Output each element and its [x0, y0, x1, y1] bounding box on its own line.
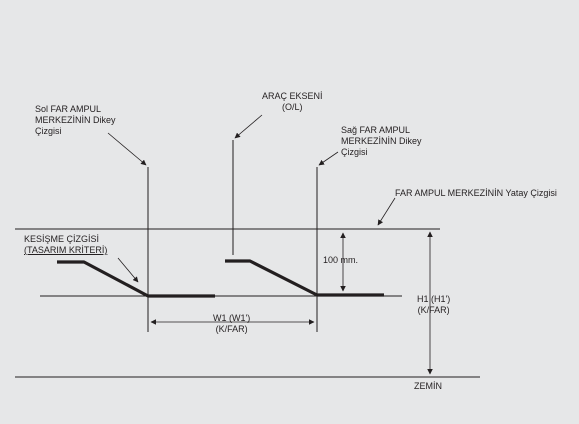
dimension-100mm-text: 100 mm.: [323, 255, 359, 265]
left-beam-cutoff-pattern: [57, 260, 215, 298]
cutoff-line-label: KESİŞME ÇİZGİSİ (TASARIM KRİTERİ): [24, 234, 107, 256]
horizontal-line-label-text: FAR AMPUL MERKEZİNİN Yatay Çizgisi: [395, 188, 557, 198]
right-bulb-label-line3: Çizgisi: [341, 147, 368, 157]
left-bulb-label: Sol FAR AMPUL MERKEZİNİN Dikey Çizgisi: [35, 104, 116, 137]
horizontal-line-leader: [377, 197, 396, 226]
right-bulb-label: Sağ FAR AMPUL MERKEZİNİN Dikey Çizgisi: [341, 125, 422, 158]
ground-label-text: ZEMİN: [414, 381, 442, 391]
vehicle-axis-leader: [234, 114, 263, 139]
right-bulb-label-line1: Sağ FAR AMPUL: [341, 125, 411, 135]
vehicle-axis-label-line1: ARAÇ EKSENİ: [262, 91, 323, 101]
cutoff-line-leader: [117, 257, 139, 283]
left-bulb-label-line2: MERKEZİNİN Dikey: [35, 115, 116, 125]
left-bulb-label-line3: Çizgisi: [35, 126, 62, 136]
dimension-w1-line1: W1 (W1'): [213, 313, 251, 323]
dimension-h1-line1: H1 (H1'): [417, 294, 451, 304]
vehicle-axis-label: ARAÇ EKSENİ (O/L): [262, 91, 323, 113]
right-bulb-leader: [318, 151, 339, 166]
cutoff-line-label-line1: KESİŞME ÇİZGİSİ: [24, 234, 100, 244]
right-beam-cutoff-pattern: [225, 259, 384, 297]
left-bulb-label-line1: Sol FAR AMPUL: [35, 104, 102, 114]
left-bulb-leader: [107, 132, 147, 166]
dimension-w1-label: W1 (W1') (K/FAR): [213, 313, 250, 335]
dimension-w1-line2: (K/FAR): [215, 324, 248, 334]
ground-label: ZEMİN: [414, 381, 442, 392]
vehicle-axis-label-line2: (O/L): [282, 102, 303, 112]
horizontal-line-label: FAR AMPUL MERKEZİNİN Yatay Çizgisi: [395, 188, 557, 199]
cutoff-line-label-line2: (TASARIM KRİTERİ): [24, 245, 108, 255]
dimension-h1-line2: (K/FAR): [417, 305, 450, 315]
right-bulb-label-line2: MERKEZİNİN Dikey: [341, 136, 422, 146]
dimension-100mm-label: 100 mm.: [323, 255, 358, 266]
dimension-h1-label: H1 (H1') (K/FAR): [417, 294, 450, 316]
